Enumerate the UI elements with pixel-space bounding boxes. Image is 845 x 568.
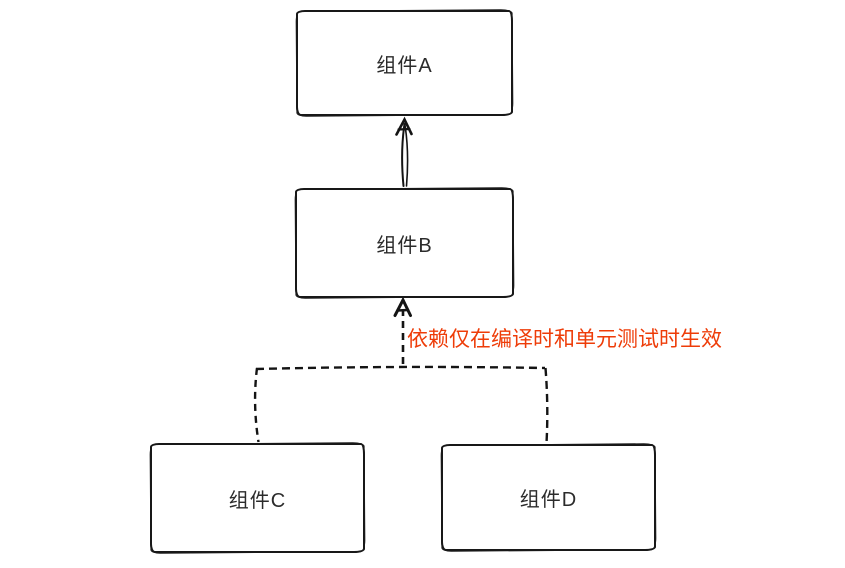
node-component-d: 组件D [441, 444, 656, 551]
node-label: 组件A [376, 54, 433, 77]
node-label: 组件D [519, 489, 578, 511]
arrowhead-up-icon [395, 116, 413, 136]
node-component-b: 组件B [295, 188, 514, 298]
dashed-connector-cd-to-b [253, 296, 549, 444]
node-label: 组件B [376, 234, 433, 257]
node-label: 组件C [228, 489, 287, 512]
solid-arrow-b-to-a [395, 116, 413, 187]
node-component-a: 组件A [296, 10, 513, 116]
node-component-c: 组件C [150, 443, 365, 553]
annotation-text: 依赖仅在编译时和单元测试时生效 [407, 328, 722, 351]
arrowhead-up-icon [393, 296, 412, 317]
